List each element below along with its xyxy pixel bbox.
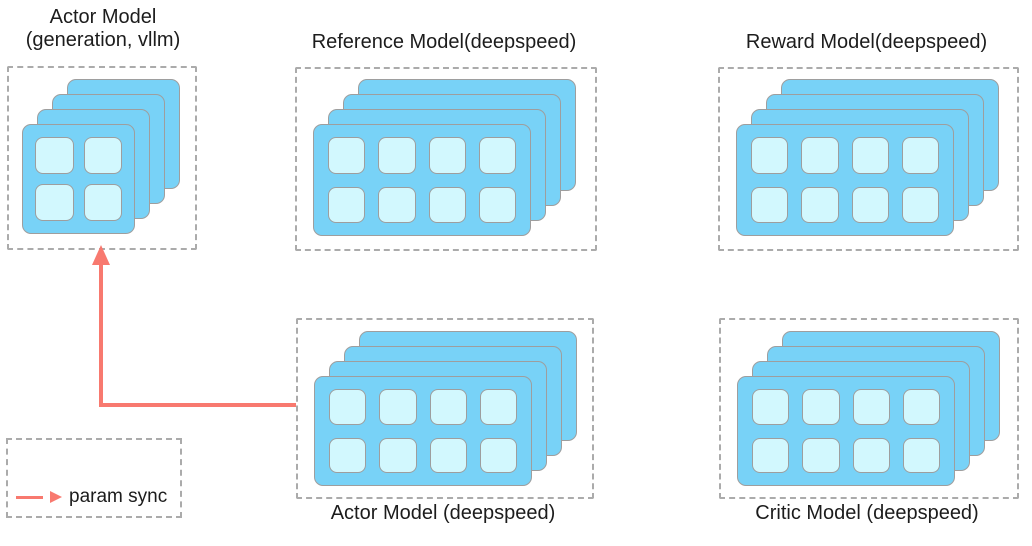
gpu-cell (802, 437, 840, 473)
actor-deepspeed-box (296, 318, 594, 499)
param-sync-legend-arrowhead-icon (50, 491, 62, 503)
actor-vllm-label: Actor Model (generation, vllm) (0, 6, 206, 52)
gpu-grid (23, 125, 134, 233)
gpu-grid (737, 125, 953, 235)
gpu-cell (801, 186, 839, 223)
gpu-grid (314, 125, 530, 235)
critic-model-box (719, 318, 1019, 499)
param-sync-arrow-vertical (99, 263, 103, 407)
gpu-cell (852, 437, 890, 473)
gpu-card-front (314, 376, 532, 486)
gpu-cell (378, 137, 416, 174)
reference-model-box (295, 67, 597, 251)
gpu-cell (752, 389, 790, 425)
gpu-cell (329, 437, 367, 473)
gpu-grid (738, 377, 954, 485)
gpu-grid (315, 377, 531, 485)
gpu-cell (751, 186, 789, 223)
gpu-card-front (22, 124, 135, 234)
param-sync-arrowhead-icon (92, 245, 110, 265)
gpu-cell (479, 437, 517, 473)
critic-model-label: Critic Model (deepspeed) (755, 502, 979, 524)
gpu-card-front (737, 376, 955, 486)
legend-label: param sync (69, 486, 168, 507)
legend-row: param sync (16, 486, 167, 508)
gpu-cell (428, 186, 466, 223)
gpu-cell (83, 184, 122, 221)
gpu-cell (35, 137, 74, 174)
gpu-cell (902, 389, 940, 425)
actor-vllm-box (7, 66, 197, 250)
gpu-cell (328, 186, 366, 223)
gpu-cell (379, 389, 417, 425)
gpu-cell (802, 389, 840, 425)
gpu-cell (83, 137, 122, 174)
gpu-cell (428, 137, 466, 174)
gpu-cell (752, 437, 790, 473)
legend-box: param sync (6, 438, 182, 518)
actor-vllm-label-line2: (generation, vllm) (25, 29, 181, 51)
gpu-cell (902, 437, 940, 473)
gpu-cell (751, 137, 789, 174)
gpu-cell (429, 389, 467, 425)
gpu-card-front (736, 124, 954, 236)
gpu-cell (901, 186, 939, 223)
gpu-card-front (313, 124, 531, 236)
gpu-cell (478, 137, 516, 174)
actor-deepspeed-label: Actor Model (deepspeed) (330, 502, 556, 524)
gpu-cell (479, 389, 517, 425)
gpu-cell (851, 186, 889, 223)
gpu-cell (328, 137, 366, 174)
reference-model-label: Reference Model(deepspeed) (311, 31, 577, 53)
param-sync-legend-line (16, 495, 43, 499)
param-sync-arrow-horizontal (99, 403, 296, 407)
gpu-cell (801, 137, 839, 174)
gpu-cell (329, 389, 367, 425)
gpu-cell (429, 437, 467, 473)
gpu-cell (379, 437, 417, 473)
gpu-cell (901, 137, 939, 174)
gpu-cell (851, 137, 889, 174)
reward-model-label: Reward Model(deepspeed) (745, 31, 988, 53)
actor-vllm-label-line1: Actor Model (49, 6, 157, 28)
reward-model-box (718, 67, 1019, 251)
gpu-cell (478, 186, 516, 223)
gpu-cell (35, 184, 74, 221)
gpu-cell (378, 186, 416, 223)
gpu-cell (852, 389, 890, 425)
